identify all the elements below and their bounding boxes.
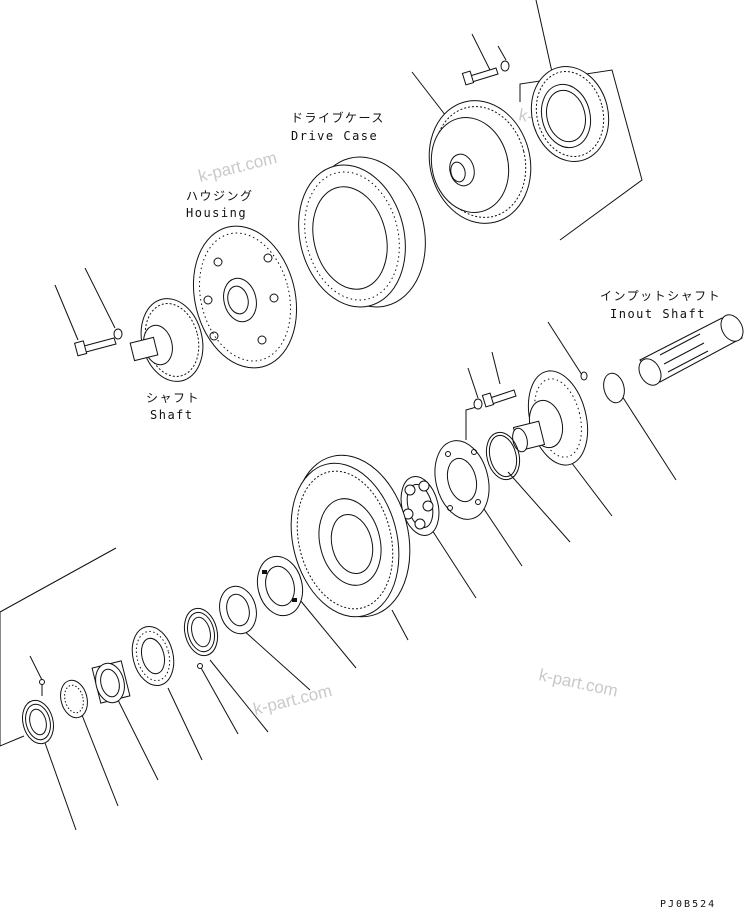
drawing-code: PJ0B524: [660, 899, 716, 910]
watermark: k-part.com: [537, 665, 619, 700]
bolt-top: [461, 67, 499, 86]
watermark: k-part.com: [251, 681, 334, 719]
input-shaft-seal: [603, 372, 625, 404]
ring-gear-large: [290, 454, 411, 618]
lock-plate: [256, 555, 304, 617]
bolt-mid: [481, 389, 517, 408]
drive-case-label-en: Drive Case: [291, 129, 378, 143]
housing-label-en: Housing: [186, 206, 247, 220]
roller-bearing: [91, 660, 131, 704]
shaft-label-jp: シャフト: [146, 391, 200, 405]
drive-case-label-jp: ドライブケース: [291, 110, 385, 125]
housing-label-jp: ハウジング: [186, 189, 254, 203]
watermark: k-part.com: [196, 148, 279, 186]
o-ring: [485, 431, 521, 481]
leader-lines: [0, 0, 677, 831]
input-shaft-label-jp: インプットシャフト: [600, 289, 721, 303]
retainer-plate: [434, 440, 490, 520]
bearing-outer: [131, 625, 175, 687]
ring-gear-top: [530, 66, 610, 162]
washer-mid: [473, 398, 483, 410]
bearing-cage: [400, 476, 440, 536]
shaft-gear: [129, 298, 204, 382]
washer-left: [113, 328, 123, 340]
end-ring: [22, 699, 54, 745]
carrier-top: [428, 100, 532, 224]
housing: [192, 225, 298, 369]
drive-case: [298, 156, 426, 308]
bearing-race: [60, 679, 88, 719]
oil-seal: [183, 607, 219, 657]
pin-small: [580, 371, 588, 381]
input-shaft: [638, 314, 744, 386]
input-flange: [512, 370, 589, 466]
input-shaft-label-en: Inout Shaft: [610, 307, 706, 321]
shaft-label-en: Shaft: [150, 408, 194, 422]
lock-nut: [219, 585, 257, 635]
bolt-left: [73, 337, 117, 357]
washer-top: [500, 60, 510, 72]
